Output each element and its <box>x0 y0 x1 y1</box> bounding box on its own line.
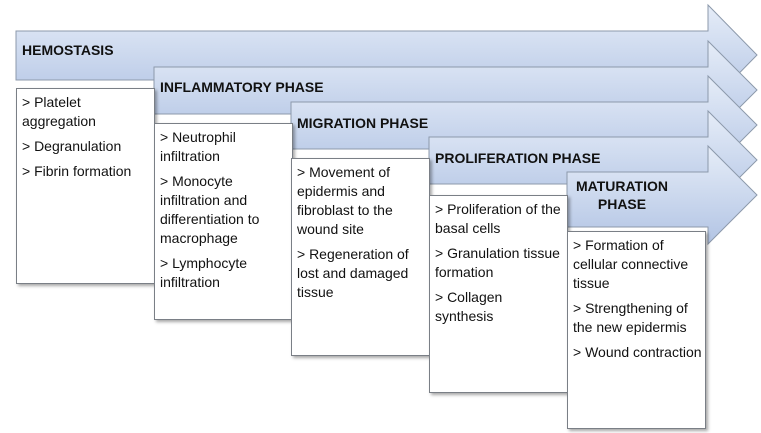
hemostasis-title: HEMOSTASIS <box>22 42 114 58</box>
list-item: > Strengthening of the new epidermis <box>573 300 688 335</box>
list-item: > Granulation tissue formation <box>435 245 560 280</box>
list-item: > Platelet aggregation <box>22 94 96 129</box>
list-item: > Neutrophil infiltration <box>160 129 236 164</box>
list-item: > Monocyte infiltration and differentiat… <box>160 173 260 246</box>
list-item: > Collagen synthesis <box>435 289 503 324</box>
hemostasis-box: > Platelet aggregation > Degranulation >… <box>16 88 155 284</box>
proliferation-phase-title: PROLIFERATION PHASE <box>435 150 601 166</box>
list-item: > Formation of cellular connective tissu… <box>573 237 689 291</box>
list-item: > Lymphocyte infiltration <box>160 255 248 290</box>
migration-phase-title: MIGRATION PHASE <box>297 115 429 131</box>
list-item: > Wound contraction <box>573 344 702 360</box>
list-item: > Regeneration of lost and damaged tissu… <box>297 246 409 300</box>
inflammatory-phase-title: INFLAMMATORY PHASE <box>160 79 324 95</box>
list-item: > Fibrin formation <box>22 163 132 179</box>
maturation-arrow <box>566 144 758 246</box>
maturation-phase-title: MATURATION PHASE <box>575 178 669 212</box>
inflammatory-box: > Neutrophil infiltration > Monocyte inf… <box>154 123 293 320</box>
maturation-box: > Formation of cellular connective tissu… <box>567 231 706 429</box>
proliferation-box: > Proliferation of the basal cells > Gra… <box>429 195 568 393</box>
list-item: > Proliferation of the basal cells <box>435 201 561 236</box>
list-item: > Degranulation <box>22 138 122 154</box>
list-item: > Movement of epidermis and fibroblast t… <box>297 164 393 237</box>
migration-box: > Movement of epidermis and fibroblast t… <box>291 158 430 356</box>
